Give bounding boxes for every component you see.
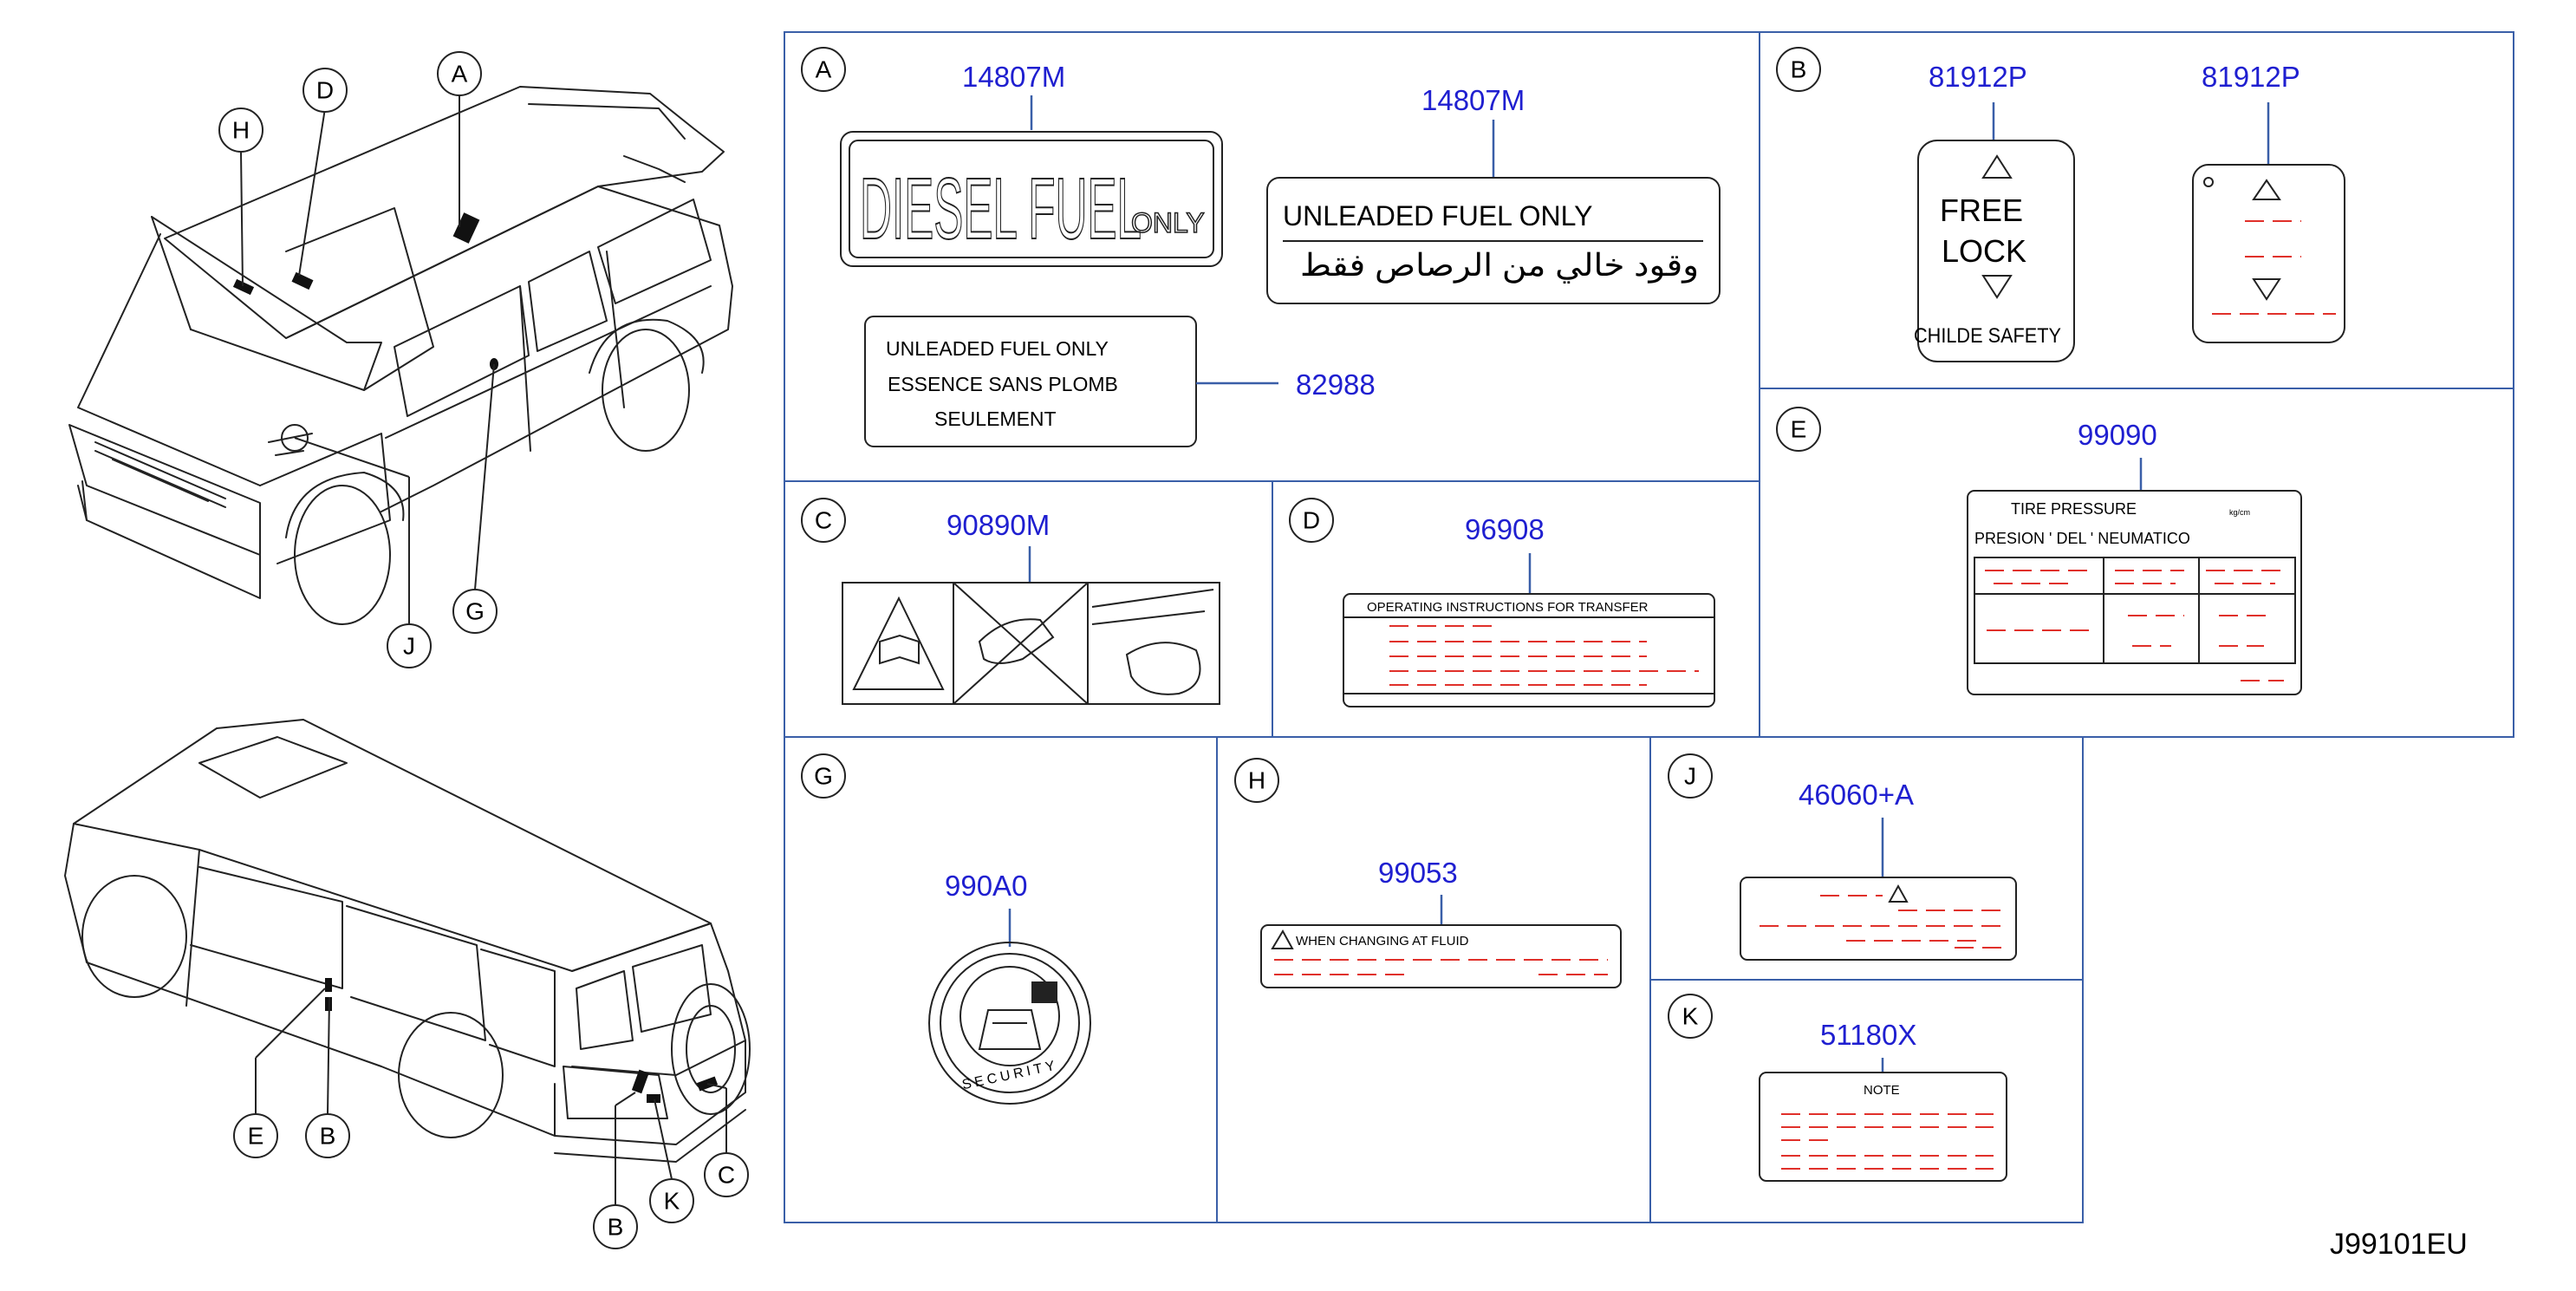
panel-j: J 46060+A <box>1668 753 2017 961</box>
callout-j-letter: J <box>403 633 415 660</box>
panel-a: A 14807M DIESEL FUEL ONLY 14807M UNLEADE… <box>801 47 1721 447</box>
part-99053: 99053 <box>1378 857 1458 889</box>
panel-d-marker <box>1289 498 1334 543</box>
panel-k-marker <box>1668 994 1713 1039</box>
panel-b-letter: B <box>1791 56 1807 83</box>
part-81912p-b: 81912P <box>2202 61 2300 93</box>
label-82988-line3: SEULEMENT <box>934 408 1057 430</box>
diesel-fuel-text: DIESEL FUEL <box>860 160 1142 258</box>
lock-text: LOCK <box>1942 233 2026 269</box>
figure-code: J99101EU <box>2330 1228 2468 1261</box>
note-text: NOTE <box>1864 1083 1900 1098</box>
part-99090: 99090 <box>2078 419 2157 451</box>
panel-g: G 990A0 SECURITY <box>801 753 1091 1105</box>
callout-d-letter: D <box>316 77 334 104</box>
panel-j-letter: J <box>1684 763 1696 790</box>
callout-g-letter: G <box>465 598 485 625</box>
panel-e-letter: E <box>1791 416 1807 443</box>
part-90890m: 90890M <box>946 509 1050 541</box>
panel-k: K 51180X NOTE <box>1668 994 2007 1182</box>
panel-b: B 81912P FREE LOCK CHILDE SAFETY 81912P <box>1776 47 2345 362</box>
label-96908-text: OPERATING INSTRUCTIONS FOR TRANSFER <box>1367 600 1649 615</box>
childe-safety-text: CHILDE SAFETY <box>1914 324 2061 348</box>
callout-b-rear-letter: B <box>608 1214 624 1241</box>
diesel-only-text: ONLY <box>1131 207 1205 238</box>
part-81912p-a: 81912P <box>1929 61 2027 93</box>
part-82988: 82988 <box>1296 368 1376 401</box>
vehicle-callouts: A D H J G E B B K <box>218 51 749 1249</box>
callout-j <box>387 623 432 668</box>
panel-grid <box>784 31 2514 1223</box>
part-990a0: 990A0 <box>945 870 1027 902</box>
callout-a-letter: A <box>452 61 468 88</box>
panel-k-letter: K <box>1682 1003 1699 1030</box>
part-46060a: 46060+A <box>1799 779 1914 811</box>
unleaded-en-text: UNLEADED FUEL ONLY <box>1283 200 1592 231</box>
callout-a <box>437 51 482 96</box>
part-14807m-diesel: 14807M <box>962 61 1065 93</box>
panel-d-letter: D <box>1303 507 1320 534</box>
callout-b-rear <box>593 1204 638 1249</box>
callout-d <box>302 68 348 113</box>
callout-k <box>649 1178 694 1223</box>
callout-h <box>218 108 263 153</box>
panel-h-marker <box>1234 758 1279 803</box>
security-ring-text: SECURITY <box>960 1058 1059 1092</box>
label-82988-line2: ESSENCE SANS PLOMB <box>888 373 1118 395</box>
callout-g <box>452 589 498 634</box>
tire-pressure-text: TIRE PRESSURE <box>2011 500 2137 518</box>
part-51180x: 51180X <box>1820 1019 1916 1051</box>
part-14807m-unleaded: 14807M <box>1421 84 1525 116</box>
label-82988-line1: UNLEADED FUEL ONLY <box>886 337 1109 360</box>
panel-b-marker <box>1776 47 1821 92</box>
callout-k-letter: K <box>664 1188 680 1215</box>
callout-e-letter: E <box>248 1123 264 1150</box>
vehicle-rear-view <box>64 719 751 1163</box>
callout-b-side-letter: B <box>320 1123 336 1150</box>
panel-j-marker <box>1668 753 1713 799</box>
tire-unit-text: kg/cm <box>2229 508 2250 517</box>
panel-h: H 99053 WHEN CHANGING AT FLUID <box>1234 758 1622 988</box>
callout-c-letter: C <box>718 1162 735 1189</box>
panel-d: D 96908 OPERATING INSTRUCTIONS FOR TRANS… <box>1289 498 1715 707</box>
callout-b-side <box>305 1113 350 1158</box>
panel-c-letter: C <box>815 507 832 534</box>
panel-h-letter: H <box>1248 767 1265 794</box>
panel-e-marker <box>1776 407 1821 452</box>
panel-c: C 90890M <box>801 498 1220 705</box>
callout-h-letter: H <box>232 117 250 144</box>
panel-e: E 99090 TIRE PRESSURE kg/cm PRESION ' DE… <box>1776 407 2302 695</box>
callout-e <box>233 1113 278 1158</box>
callout-c <box>704 1152 749 1197</box>
free-text: FREE <box>1940 192 2023 228</box>
label-99053-text: WHEN CHANGING AT FLUID <box>1296 934 1469 949</box>
panel-g-marker <box>801 753 846 799</box>
part-96908: 96908 <box>1465 513 1545 545</box>
panel-g-letter: G <box>814 763 833 790</box>
vehicle-front-view <box>68 86 733 625</box>
panel-c-marker <box>801 498 846 543</box>
presion-text: PRESION ' DEL ' NEUMATICO <box>1974 530 2190 547</box>
panel-a-marker <box>801 47 846 92</box>
panel-a-letter: A <box>816 56 832 83</box>
unleaded-ar-text: وقود خالي من الرصاص فقط <box>1300 247 1699 284</box>
